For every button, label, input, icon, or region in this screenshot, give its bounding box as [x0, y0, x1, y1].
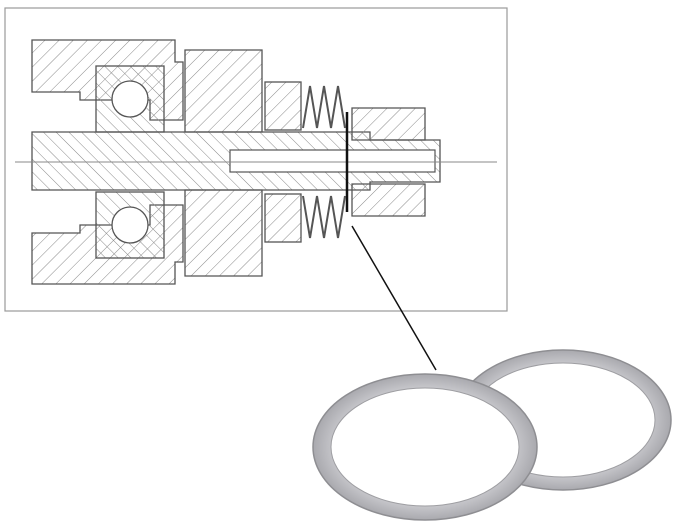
shaft-bore	[229, 149, 436, 173]
nut-bottom	[351, 183, 426, 217]
ball-bearing-bottom	[95, 191, 165, 259]
collar-top	[184, 49, 263, 133]
sleeve-top	[264, 81, 302, 131]
nut-top	[351, 107, 426, 141]
leader-line	[351, 225, 437, 371]
shim-washers	[312, 349, 672, 521]
disc-spring-stack-bottom	[302, 195, 346, 239]
collar-bottom	[184, 189, 263, 277]
washer-front-hole	[330, 387, 520, 507]
disc-spring-stack-top	[302, 85, 346, 129]
section-drawing	[4, 7, 508, 312]
sleeve-bottom	[264, 193, 302, 243]
ball-bearing-top	[95, 65, 165, 133]
